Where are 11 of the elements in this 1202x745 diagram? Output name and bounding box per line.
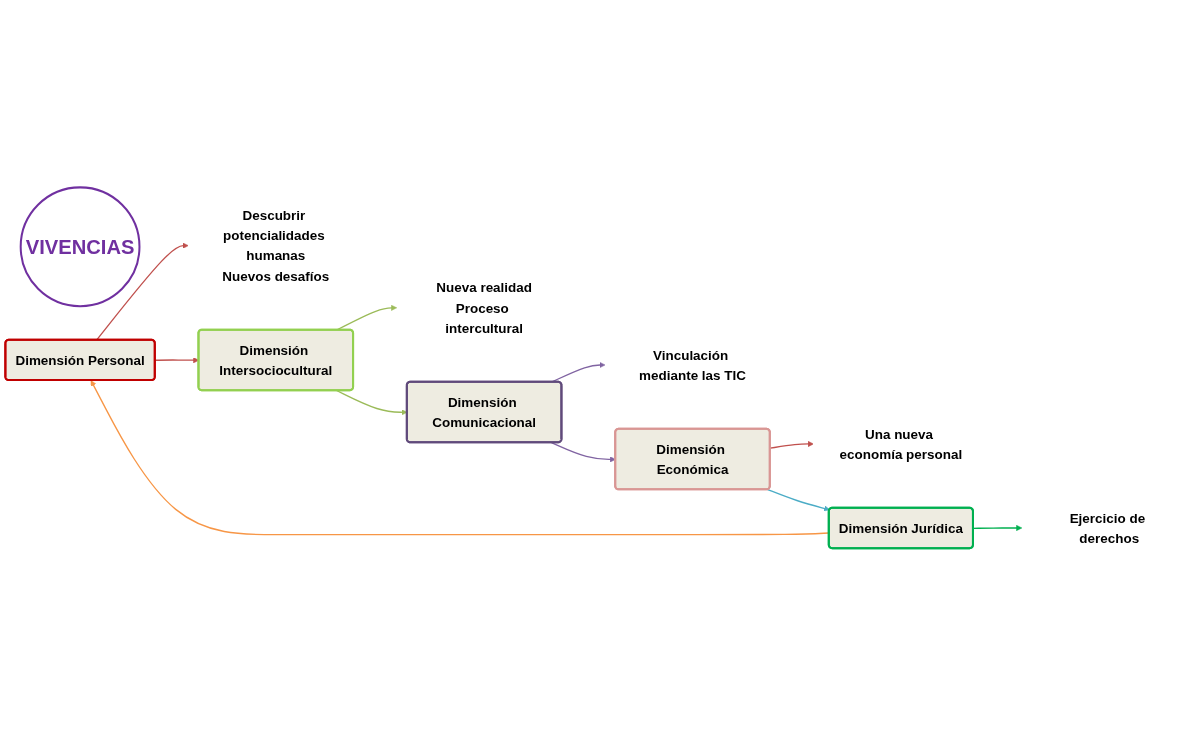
node-text: Descubrir potencialidades humanas Nuevos desafíos	[222, 207, 330, 284]
node-text: Nueva realidad Proceso intercultural	[436, 279, 532, 336]
arrow	[90, 379, 830, 536]
arrow	[766, 488, 830, 511]
node-text: Una nueva economía personal	[839, 426, 963, 462]
node-text: Vinculación mediante las TIC	[639, 347, 746, 383]
arrow	[550, 441, 616, 462]
node-circle: VIVENCIAS	[19, 186, 141, 307]
arrow	[769, 440, 814, 449]
arrow	[972, 524, 1023, 531]
node-text: Ejercicio de derechos	[1069, 510, 1146, 546]
